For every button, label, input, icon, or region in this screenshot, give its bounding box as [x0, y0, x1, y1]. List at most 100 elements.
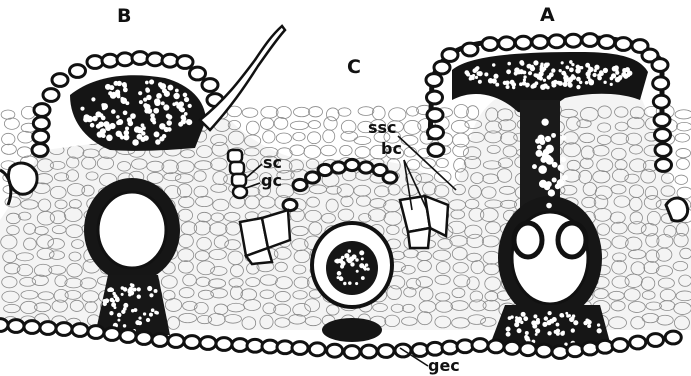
sclerenchyma-cell: [111, 109, 116, 114]
sclerenchyma-cell: [188, 104, 192, 108]
lower-epidermal-cell: [488, 340, 504, 353]
epidermal-cell: [43, 89, 59, 102]
lower-epidermal-cell: [8, 320, 24, 333]
epidermal-cell: [532, 36, 548, 49]
epidermal-cell: [499, 37, 515, 50]
sclerenchyma-cell: [585, 71, 590, 76]
epidermal-cell: [442, 49, 458, 62]
mesophyll-cell: [675, 133, 689, 142]
girder-cell: [117, 313, 121, 317]
epidermal-cell: [428, 126, 444, 139]
epidermal-cell: [427, 91, 443, 104]
girder-cell: [556, 323, 560, 327]
mesophyll-cell: [290, 121, 308, 129]
sclerenchyma-cell: [563, 73, 567, 77]
girder-cell: [571, 316, 575, 320]
mesophyll-cell: [340, 145, 352, 155]
girder-cell: [149, 293, 153, 297]
girder-cell: [121, 293, 124, 296]
sclerenchyma-cell: [90, 123, 95, 128]
sclerenchyma-cell: [568, 77, 573, 82]
sclerenchyma-cell: [159, 136, 164, 141]
sclerenchyma-cell: [559, 69, 562, 72]
girder-cell: [533, 314, 537, 318]
lower-epidermal-cell: [472, 339, 488, 352]
label-bc: bc: [381, 141, 402, 157]
lower-epidermal-cell: [344, 346, 360, 359]
girder-cell: [541, 119, 548, 126]
sclerenchyma-cell: [100, 129, 105, 134]
label-gec: gec: [428, 358, 460, 374]
girder-cell: [514, 322, 519, 327]
epidermal-cell: [306, 172, 320, 183]
lower-epidermal-cell: [582, 342, 598, 355]
girder-cell: [545, 136, 551, 142]
girder-cell: [143, 312, 146, 315]
sclerenchyma-cell: [123, 87, 128, 92]
sclerenchyma-cell: [576, 85, 580, 89]
sclerenchyma-cell: [108, 91, 112, 95]
phloem-cell: [541, 267, 548, 274]
lower-epidermal-cell: [427, 342, 443, 355]
girder-cell: [131, 309, 134, 312]
epidermal-cell: [434, 61, 450, 74]
lower-epidermal-cell: [184, 336, 200, 349]
epidermal-cell: [52, 74, 68, 87]
girder-cell: [515, 316, 518, 319]
girder-cell: [573, 320, 578, 325]
sclerenchyma-cell: [158, 82, 163, 87]
epidermal-cell: [177, 56, 193, 69]
phloem-cell: [117, 254, 121, 258]
mesophyll-cell: [354, 137, 371, 145]
girder-cell: [151, 308, 155, 312]
sclerenchyma-cell: [105, 125, 111, 131]
epidermal-cell: [332, 162, 346, 173]
sclerenchyma-cell: [166, 120, 172, 126]
girder-cell: [548, 189, 555, 196]
epidermal-cell: [283, 199, 297, 210]
epidermal-cell: [70, 65, 86, 78]
sclerenchyma-cell: [122, 82, 127, 87]
sclerenchyma-cell: [186, 119, 192, 125]
phloem-cell: [563, 277, 569, 283]
sclerenchyma-cell: [551, 68, 555, 72]
girder-cell: [154, 289, 158, 293]
mesophyll-cell: [2, 144, 17, 154]
epidermal-cell: [615, 38, 631, 51]
girder-cell: [549, 319, 553, 323]
sclerenchyma-cell: [475, 76, 478, 79]
lower-epidermal-cell: [442, 341, 458, 354]
sclerenchyma-cell: [493, 74, 498, 79]
girder-cell: [535, 328, 540, 333]
sclerenchyma-cell: [142, 126, 146, 130]
sclerenchyma-cell: [549, 72, 554, 77]
epidermal-cell: [117, 53, 133, 66]
girder-cell: [531, 320, 536, 325]
sclerenchyma-cell: [150, 117, 156, 123]
lower-epidermal-cell: [152, 334, 168, 347]
lower-epidermal-cell: [457, 340, 473, 353]
sclerenchyma-cell: [599, 72, 604, 77]
sclerenchyma-cell: [611, 73, 616, 78]
sclerenchyma-cell: [615, 69, 618, 72]
sclerenchyma-cell: [514, 71, 518, 75]
sclerenchyma-cell: [543, 79, 546, 82]
epidermal-cell: [202, 79, 218, 92]
sclerenchyma-cell: [91, 97, 95, 101]
epidermal-cell: [599, 36, 615, 49]
phloem-cell: [149, 238, 154, 243]
sclerenchyma-cell: [569, 61, 572, 64]
sclerenchyma-cell: [568, 83, 573, 88]
sclerenchyma-cell: [603, 81, 606, 84]
girder-cell: [571, 328, 575, 332]
girder-cell: [123, 324, 126, 327]
mesophyll-cell: [676, 122, 691, 131]
girder-cell: [547, 331, 551, 335]
phloem-cell: [134, 229, 139, 234]
phloem-cell: [551, 278, 556, 283]
phloem-cell: [122, 249, 127, 254]
girder-cell: [521, 312, 526, 317]
sclerenchyma-cell: [551, 81, 556, 86]
sclerenchyma-cell: [154, 100, 160, 106]
